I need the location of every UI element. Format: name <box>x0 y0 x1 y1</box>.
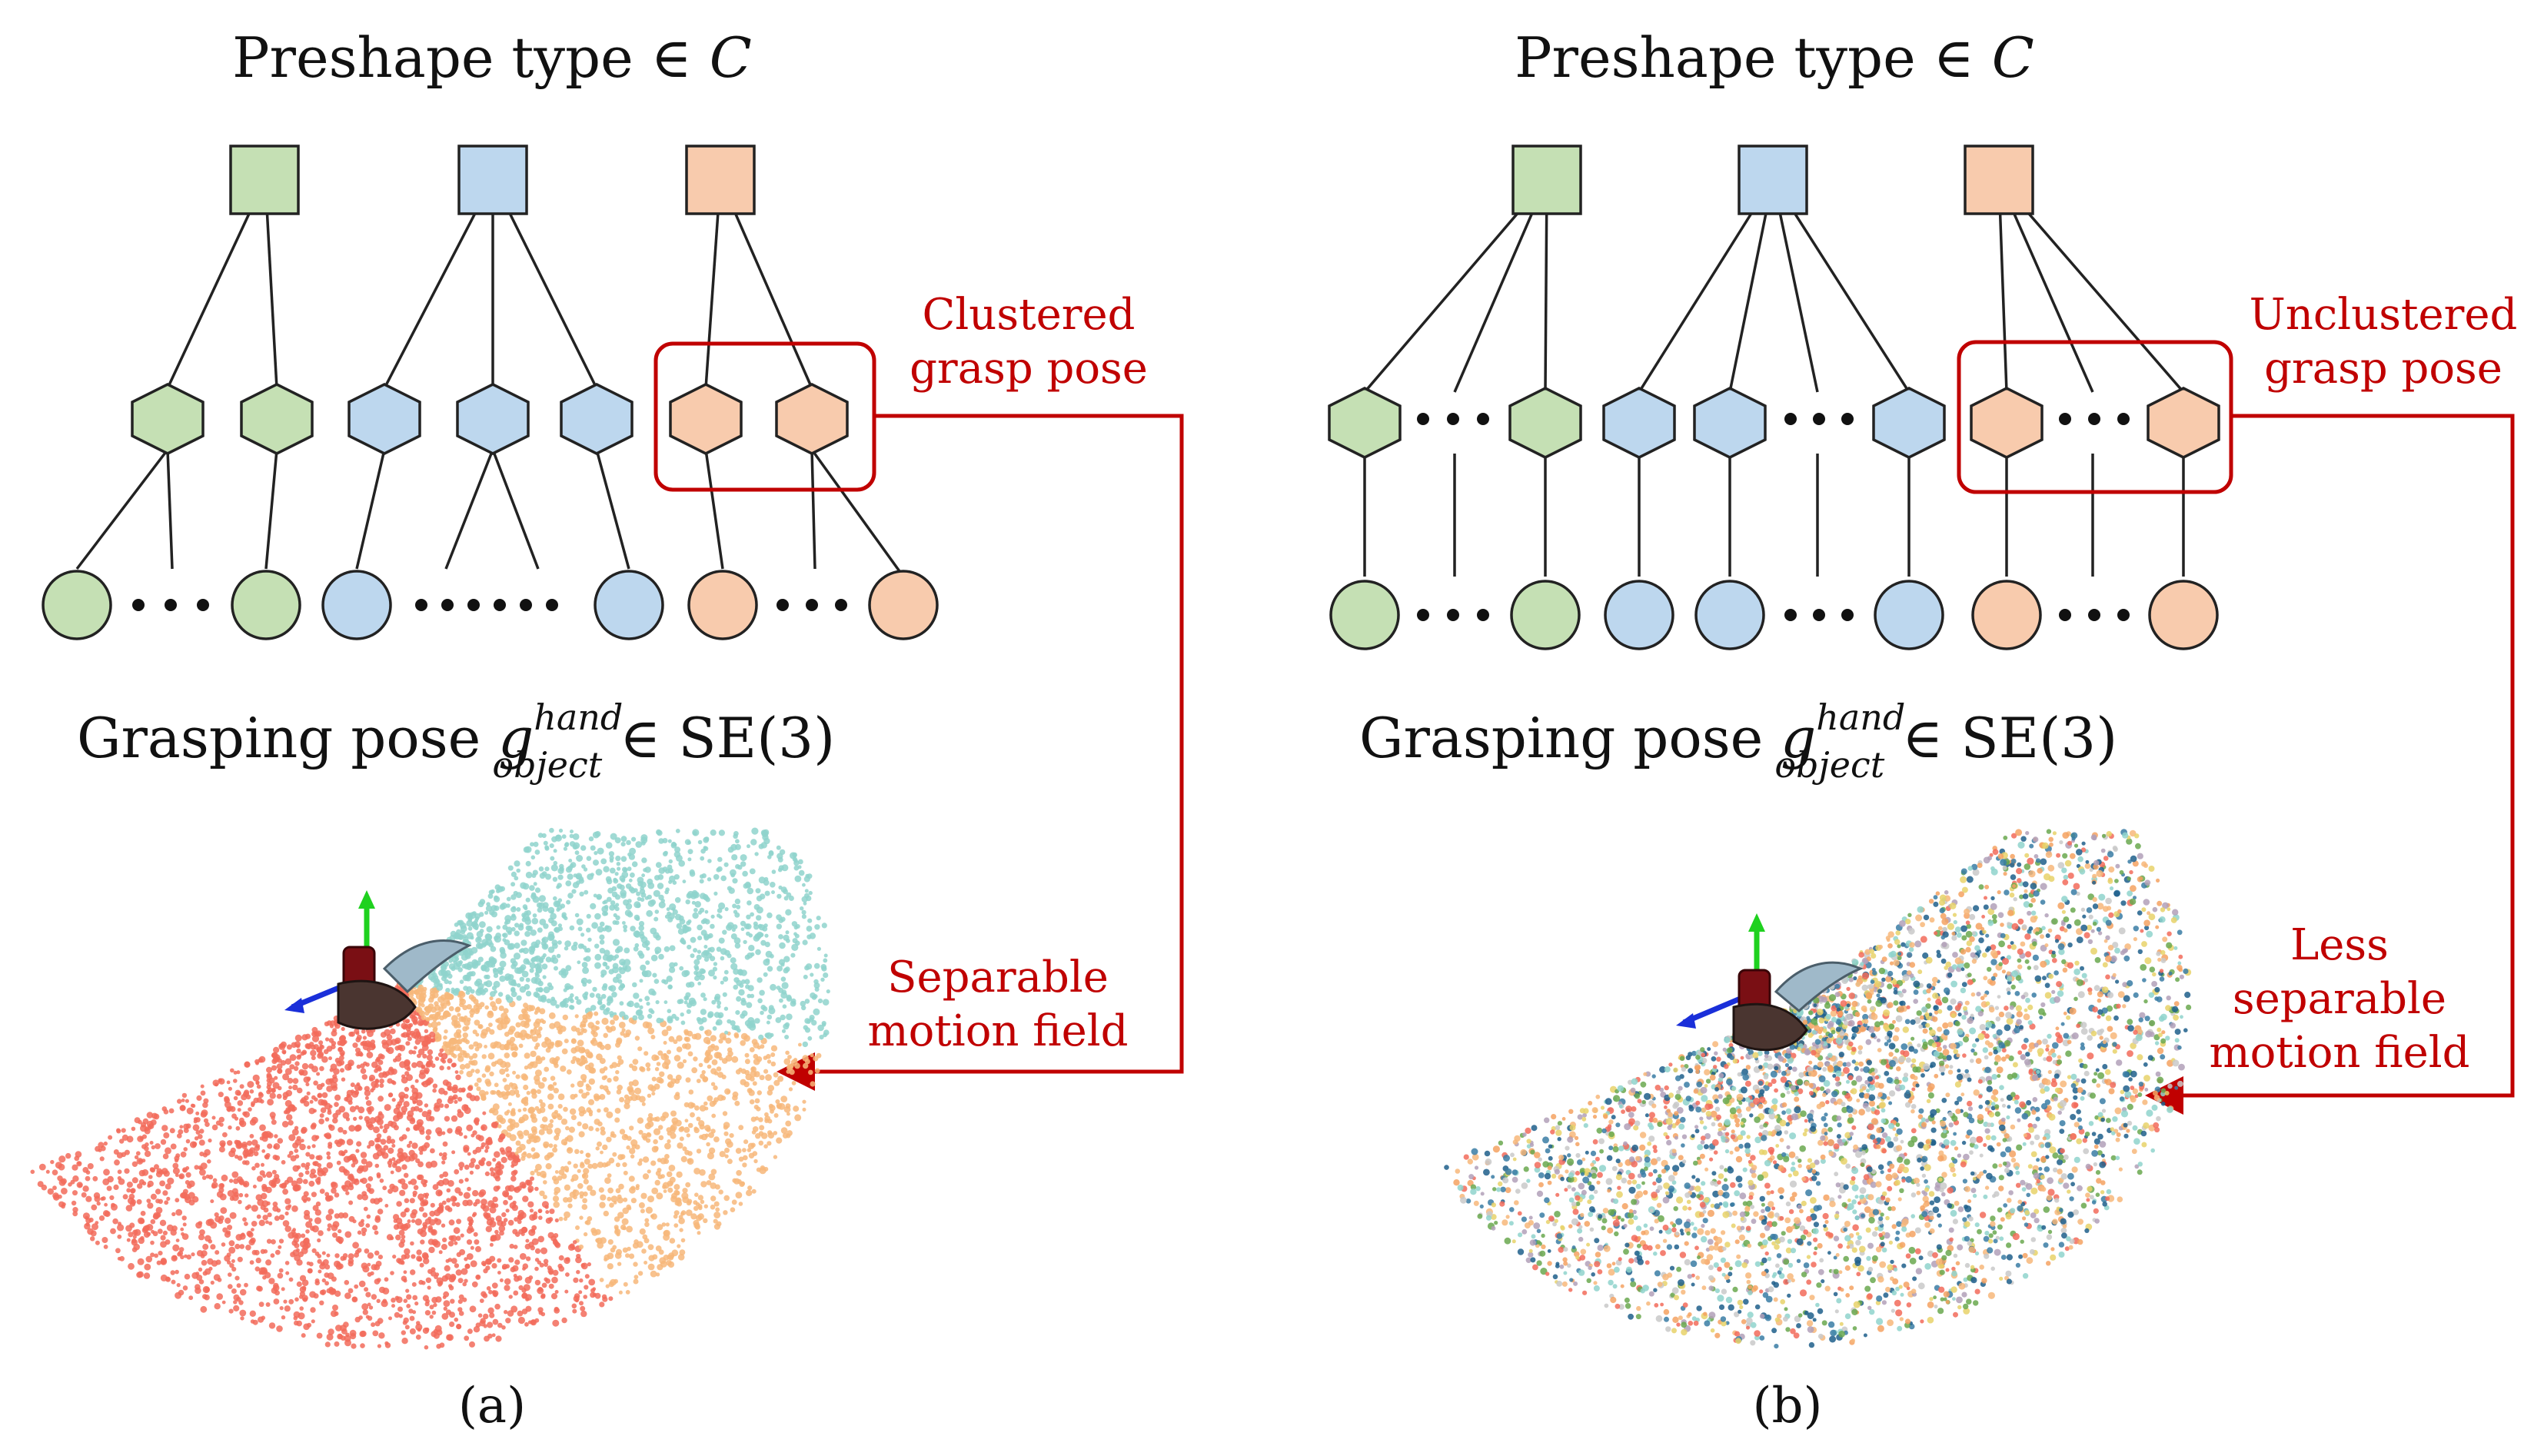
annotation-clustered: Clustered <box>923 290 1136 340</box>
panel-b-title: Preshape type ∈ C <box>1515 25 2034 90</box>
grasp-pose-circle-blue <box>321 570 392 640</box>
grasp-pose-circle-blue <box>1694 580 1765 650</box>
panel-a-title: Preshape type ∈ C <box>232 25 752 90</box>
preshape-square-orange <box>1964 145 2034 215</box>
grasp-hexagon-blue <box>348 383 421 455</box>
grasp-pose-circle-blue <box>594 570 664 640</box>
annotation-grasp-pose: grasp pose <box>910 344 1148 394</box>
grasp-pose-circle-blue <box>1604 580 1674 650</box>
preshape-square-green <box>229 145 300 215</box>
motion-field-point-cloud <box>30 827 830 1350</box>
grasp-hexagon-green <box>1328 387 1402 459</box>
grasp-hexagon-orange <box>775 383 849 455</box>
grasp-hexagon-orange <box>2147 387 2220 459</box>
grasp-hexagon-blue <box>1693 387 1767 459</box>
annotation-less: Less <box>2290 920 2389 970</box>
grasp-hexagon-green <box>240 383 314 455</box>
robot-hand-icon <box>284 890 472 1030</box>
grasp-pose-circle-orange <box>868 570 939 640</box>
connector-arrow <box>2145 414 2515 1115</box>
grasp-pose-circle-green <box>42 570 112 640</box>
grasp-hexagon-orange <box>669 383 743 455</box>
robot-hand-icon <box>1676 913 1864 1052</box>
annotation-motion-field: motion field <box>867 1006 1128 1056</box>
panel-b-tree <box>1363 178 2185 577</box>
preshape-square-green <box>1511 145 1582 215</box>
grasp-pose-circle-green <box>231 570 301 640</box>
grasp-hexagon-blue <box>1602 387 1676 459</box>
grasp-hexagon-blue <box>1872 387 1946 459</box>
annotation-grasp-pose: grasp pose <box>2264 344 2502 394</box>
caption-a: (a) <box>458 1378 526 1434</box>
connector-arrow <box>777 414 1184 1091</box>
preshape-square-orange <box>685 145 756 215</box>
grasp-hexagon-orange <box>1970 387 2044 459</box>
grasp-hexagon-green <box>131 383 205 455</box>
grasp-hexagon-blue <box>560 383 634 455</box>
grasp-hexagon-green <box>1508 387 1582 459</box>
panel-b: Preshape type ∈ C <box>1328 25 2518 1434</box>
grasp-pose-circle-green <box>1329 580 1400 650</box>
grasp-hexagon-blue <box>456 383 530 455</box>
panel-a-tree <box>75 178 905 578</box>
preshape-square-blue <box>1738 145 1808 215</box>
motion-field-point-cloud <box>1444 829 2192 1349</box>
grasp-pose-circle-blue <box>1874 580 1944 650</box>
annotation-separable: separable <box>2233 974 2446 1024</box>
preshape-square-blue <box>457 145 528 215</box>
annotation-unclustered: Unclustered <box>2250 290 2518 340</box>
grasp-pose-circle-orange <box>2148 580 2219 650</box>
annotation-motion-field: motion field <box>2209 1028 2469 1078</box>
annotation-separable: Separable <box>887 952 1109 1002</box>
panel-a: Preshape type ∈ C <box>30 25 1184 1434</box>
ellipsis-dots <box>1417 413 2130 621</box>
grasp-pose-circle-orange <box>687 570 758 640</box>
grasp-pose-circle-green <box>1510 580 1581 650</box>
caption-b: (b) <box>1753 1378 1823 1434</box>
ellipsis-dots <box>132 599 847 611</box>
grasp-pose-circle-orange <box>1971 580 2042 650</box>
